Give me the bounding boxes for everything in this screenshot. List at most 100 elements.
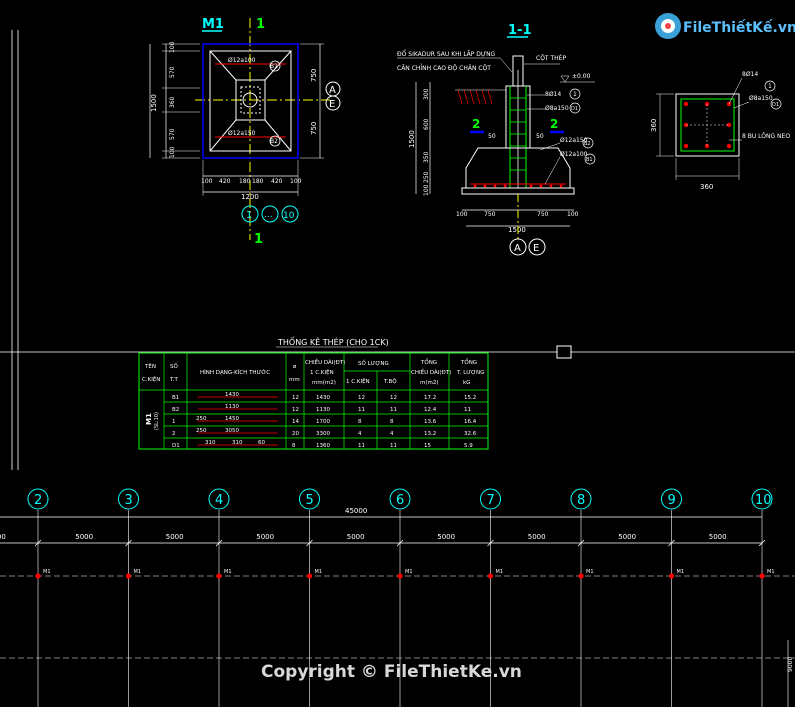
cell-tot: 13.2 <box>424 431 436 437</box>
span-dim: 5000 <box>709 533 727 541</box>
plan-rebar-top: Ø12a100 <box>228 57 256 64</box>
th-total1: TỔNG <box>420 358 437 366</box>
section-bdim-0: 100 <box>456 211 468 218</box>
axis-grid: 45000 9000 2M13M14M15M16M17M18M19M110M15… <box>0 488 795 707</box>
cell-q1: 8 <box>358 419 362 425</box>
base-plate <box>240 86 261 114</box>
th-len2: 1 C.KIỆN <box>310 368 334 376</box>
plan-rebar-top-tag: B1 <box>270 63 278 70</box>
axis-bubble <box>480 488 501 510</box>
table-grid <box>139 353 488 449</box>
column-mark <box>578 573 584 579</box>
axis-label: 3 <box>125 493 133 508</box>
axis-bubble <box>299 488 320 510</box>
span-dim: 5000 <box>75 533 93 541</box>
footing-inner <box>209 50 292 152</box>
plan-rdim-1: 750 <box>310 122 318 135</box>
cell-tot: 15 <box>424 443 431 449</box>
axis-bubble <box>27 488 49 510</box>
span-dim-edge: 5000 <box>0 533 6 541</box>
column-mark <box>487 573 494 579</box>
filethietke-logo: FileThiếtKế.vn <box>655 13 795 39</box>
plan-ldim-3: 570 <box>169 128 176 140</box>
plan-axis-number: 1 <box>256 17 265 32</box>
cell-len: 1430 <box>316 395 330 401</box>
rebar-bottom-tag-bubble <box>269 135 281 147</box>
section-axis-e-bubble <box>528 238 546 256</box>
span-dim: 5000 <box>256 533 274 541</box>
plan-bdim-2: 180 <box>239 178 251 185</box>
stirrups <box>510 97 526 171</box>
detail-r1: 8Ø14 <box>742 71 758 78</box>
th-wt1: TỔNG <box>460 358 477 366</box>
cell-tt: D1 <box>172 443 180 449</box>
axis-9: 9M1 <box>661 488 684 707</box>
axis-label: 4 <box>215 493 223 508</box>
axis-label: 7 <box>487 493 495 508</box>
section-ldim-1: 600 <box>423 118 430 130</box>
cell-wt: 5.9 <box>464 443 473 449</box>
column-circle <box>242 92 258 108</box>
cell-tt: B2 <box>172 407 179 413</box>
plan-bubble-10-label: 10 <box>283 211 295 221</box>
cell-tot: 12.4 <box>424 407 437 413</box>
plan-bdim-5: 100 <box>290 178 302 185</box>
diag-2 <box>264 50 292 81</box>
axis-label: 10 <box>755 493 772 508</box>
span-dim: 5000 <box>437 533 455 541</box>
shape-dim: 3050 <box>225 428 239 434</box>
plan-title: M1 <box>202 17 224 32</box>
column-mark <box>306 573 313 579</box>
section-r4: Ø12a100 <box>560 151 588 158</box>
plan-axis-e: E <box>329 99 335 110</box>
column-mark <box>397 573 403 579</box>
th-phi2: mm <box>289 377 300 383</box>
column-mark <box>35 573 41 579</box>
grid-side-dim: 9000 <box>787 657 794 672</box>
th-ten: TÊN <box>144 362 156 370</box>
section-ldim-0: 300 <box>423 88 430 100</box>
axis-2: 2M1 <box>27 488 51 707</box>
cell-phi: 12 <box>292 407 299 413</box>
grid-total: 45000 <box>345 507 367 515</box>
axis-bubble <box>661 488 682 510</box>
shape-dim: 250 <box>196 428 207 434</box>
cut-label-left: 2 <box>472 117 480 131</box>
axis-label: 9 <box>668 493 676 508</box>
th-len3: mm(m2) <box>312 380 336 386</box>
section-r2-tag: D1 <box>571 106 578 112</box>
axis-bubble <box>570 488 592 510</box>
cell-qt: 12 <box>390 395 397 401</box>
logo-text: FileThiếtKế.vn <box>683 19 795 36</box>
plan-bubble-dots <box>261 205 279 223</box>
th-len1: CHIỀU DÀI(ĐT) <box>305 358 345 366</box>
section-r1-tag: 1 <box>573 91 577 98</box>
plan-ldim-2: 360 <box>169 96 176 108</box>
axis-3: 3M1 <box>118 488 141 707</box>
plan-right-dims: 750 750 <box>300 43 324 159</box>
cell-len: 1360 <box>316 443 330 449</box>
group-name: M1 <box>145 413 153 425</box>
plan-bubble-10 <box>281 205 299 223</box>
section-r3: Ø12a150 <box>560 137 588 144</box>
grip-box <box>556 345 572 359</box>
section-col-label: CỘT THÉP <box>536 54 566 62</box>
ground-hatch <box>457 89 493 105</box>
th-qty2: T.BỘ <box>383 378 397 385</box>
cell-wt: 16.4 <box>464 419 477 425</box>
group-qty: (SL:10) <box>154 412 160 430</box>
cut-label-right: 2 <box>550 117 558 131</box>
cell-q1: 12 <box>358 395 365 401</box>
table-title: THỐNG KÊ THÉP (CHO 1CK) <box>277 335 389 347</box>
column-tag: M1 <box>43 569 51 575</box>
plan-ldim-4: 100 <box>169 146 176 158</box>
section-axis-e: E <box>533 243 539 254</box>
steel-table: THỐNG KÊ THÉP (CHO 1CK) TÊN C.KIỆN SỐ T.… <box>0 30 795 470</box>
section-left-dims: 300 600 350 250 100 1500 <box>408 82 431 196</box>
section-bdim-3: 100 <box>567 211 579 218</box>
